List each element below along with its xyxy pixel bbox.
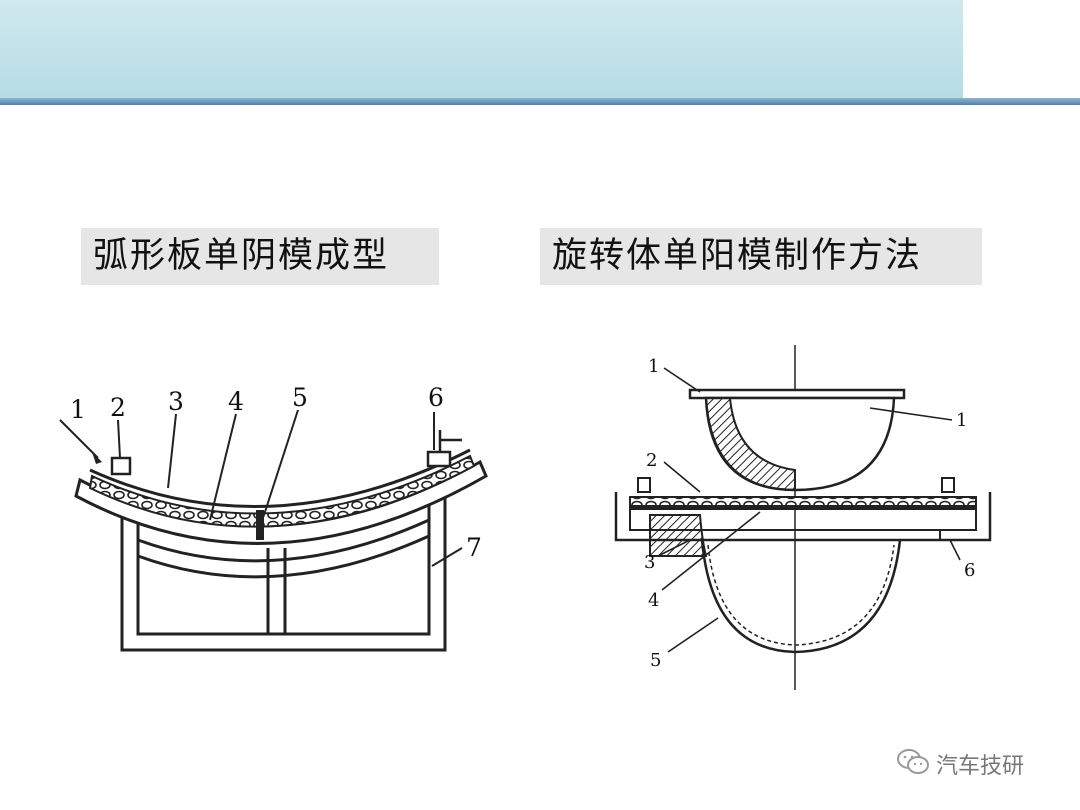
right-label-6: 6 xyxy=(964,560,975,581)
left-label-6: 6 xyxy=(428,383,444,412)
header-band xyxy=(0,0,1080,104)
right-label-1a: 1 xyxy=(648,356,659,377)
caption-right: 旋转体单阳模制作方法 xyxy=(540,228,982,285)
right-labels: 1 1 2 3 4 5 6 xyxy=(644,356,975,671)
left-label-1: 1 xyxy=(70,395,86,424)
right-label-5: 5 xyxy=(650,650,661,671)
header-corner xyxy=(963,0,1080,98)
watermark: 汽车技研 xyxy=(896,744,1024,784)
left-label-5: 5 xyxy=(292,383,308,412)
left-label-3: 3 xyxy=(168,387,184,416)
left-label-2: 2 xyxy=(110,393,126,422)
right-label-3: 3 xyxy=(644,552,655,573)
right-label-4: 4 xyxy=(648,590,659,611)
right-label-2: 2 xyxy=(646,450,657,471)
left-label-4: 4 xyxy=(228,387,244,416)
caption-left: 弧形板单阴模成型 xyxy=(81,228,439,285)
left-labels: 1 2 3 4 5 6 7 xyxy=(70,383,482,562)
lower-bowl xyxy=(700,539,902,654)
support-frame xyxy=(120,495,447,652)
right-label-1b: 1 xyxy=(956,410,967,431)
right-diagram: 1 1 2 3 4 5 6 xyxy=(614,345,992,690)
watermark-text: 汽车技研 xyxy=(936,754,1025,779)
wechat-icon xyxy=(896,748,930,780)
left-label-7: 7 xyxy=(466,533,482,562)
left-diagram: 1 2 3 4 5 6 7 xyxy=(59,383,488,652)
header-line xyxy=(0,98,1080,105)
